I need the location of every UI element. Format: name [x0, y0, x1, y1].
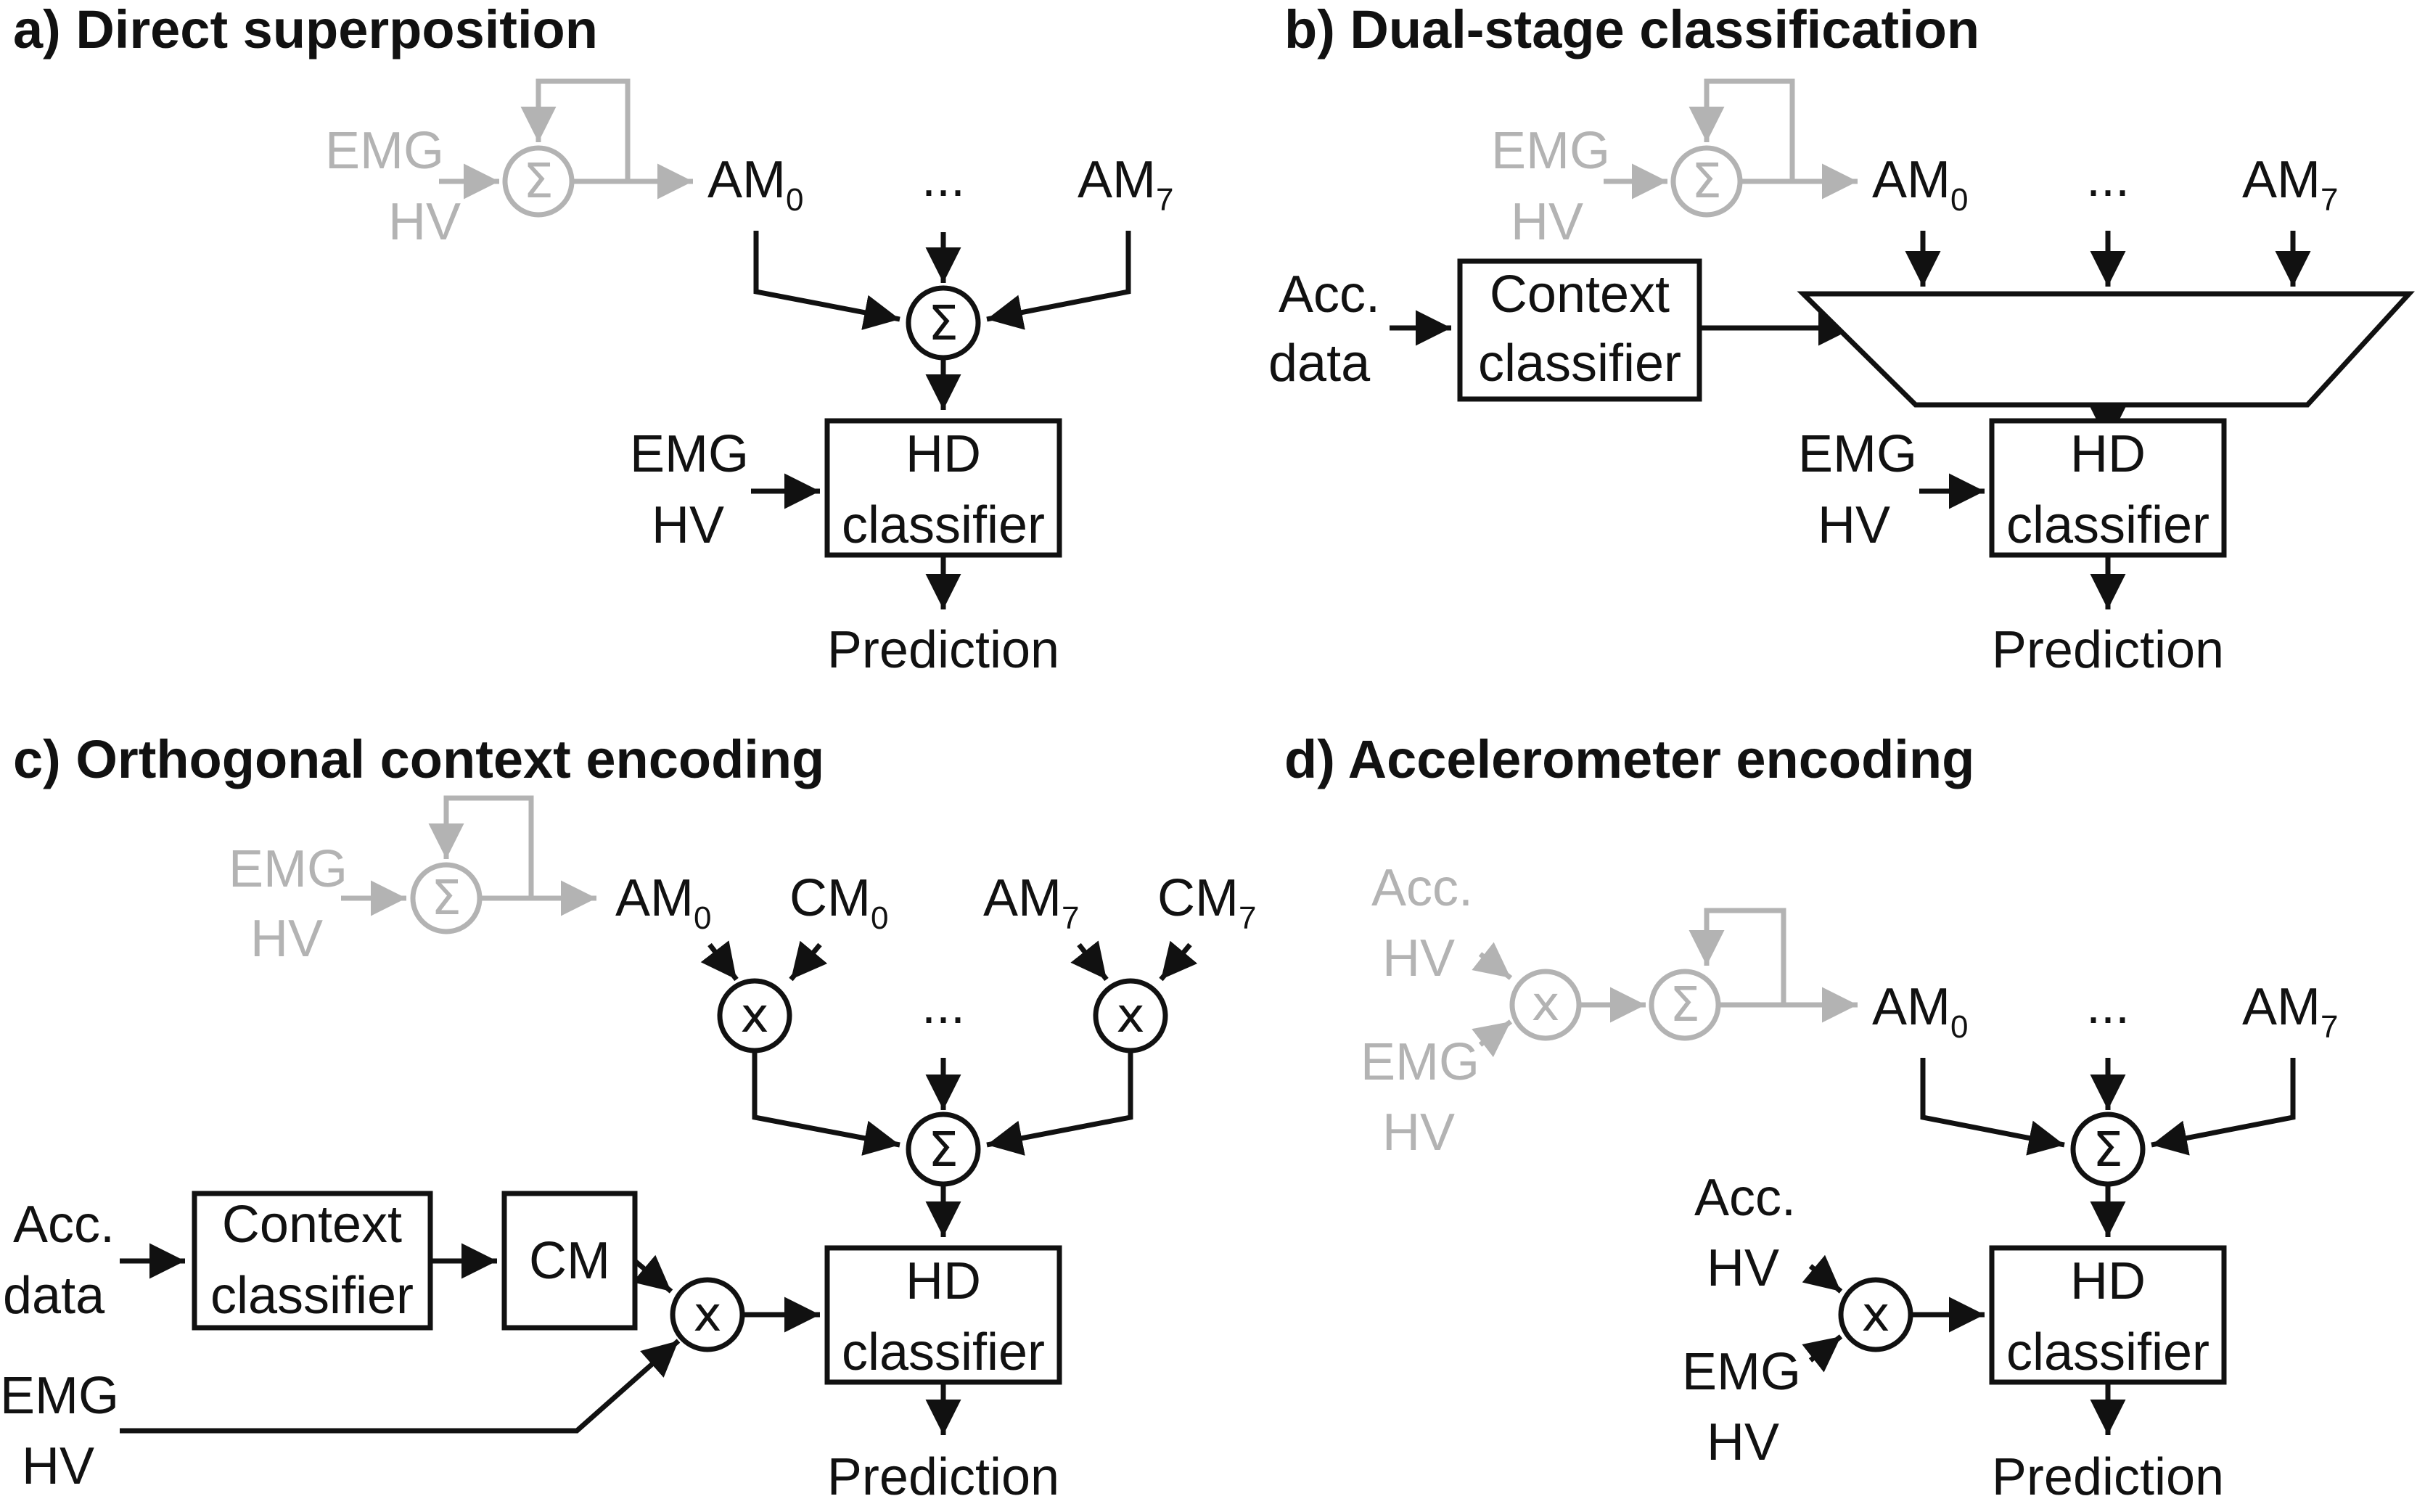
hv-label: HV: [652, 496, 724, 554]
acc-label: Acc.: [1279, 266, 1380, 324]
am0-label: AM0: [707, 151, 803, 218]
am7-label: AM7: [2242, 978, 2338, 1045]
am7-label: AM7: [2242, 151, 2338, 218]
prediction-label: Prediction: [1992, 621, 2224, 679]
sum-icon: Σ: [2093, 1122, 2123, 1178]
hv-label: HV: [1707, 1239, 1779, 1297]
sum-icon: Σ: [431, 870, 461, 926]
am7-label: AM7: [1078, 151, 1173, 218]
hd-classifier-box: [1989, 1245, 2227, 1385]
acc-label: Acc.: [1694, 1169, 1796, 1227]
prediction-label: Prediction: [827, 1448, 1059, 1506]
hv-label: HV: [1707, 1413, 1779, 1471]
panel-b-am-training: EMG HV Σ: [1491, 78, 1858, 251]
hd-label: HD: [2070, 425, 2146, 483]
emg-label: EMG: [229, 840, 348, 898]
cm0-label: CM0: [789, 869, 888, 936]
classifier-label: classifier: [210, 1267, 414, 1325]
hd-label: HD: [2070, 1252, 2146, 1310]
emg-label: EMG: [1682, 1343, 1801, 1401]
hv-label: HV: [1382, 1104, 1455, 1162]
panel-c-title: c) Orthogonal context encoding: [13, 729, 824, 789]
sum-icon: Σ: [928, 1122, 959, 1178]
multiply-icon: x: [693, 1286, 721, 1342]
hd-classifier-box: [1989, 418, 2227, 558]
hv-label: HV: [250, 910, 323, 968]
sum-icon: Σ: [928, 295, 959, 351]
am7-label: AM7: [983, 869, 1079, 936]
context-label: Context: [222, 1196, 402, 1254]
classifier-label: classifier: [842, 1323, 1045, 1381]
multiply-icon: x: [1531, 976, 1559, 1032]
classifier-label: classifier: [2006, 1323, 2209, 1381]
hv-label: HV: [1382, 929, 1455, 987]
emg-label: EMG: [1798, 425, 1917, 483]
context-label: Context: [1490, 266, 1670, 324]
classifier-label: classifier: [842, 496, 1045, 554]
hd-label: HD: [906, 425, 981, 483]
ellipsis: ...: [2086, 977, 2130, 1035]
panel-a-title: a) Direct superposition: [13, 0, 598, 59]
sum-icon: Σ: [523, 153, 554, 209]
sum-icon: Σ: [1691, 153, 1722, 209]
am0-label: AM0: [1872, 151, 1968, 218]
cm-label: CM: [529, 1232, 610, 1290]
multiply-icon: x: [1861, 1286, 1889, 1342]
hv-label: HV: [1511, 193, 1583, 251]
panel-a: a) Direct superposition EMG HV Σ AM0 ...…: [13, 0, 1173, 679]
emg-label: EMG: [630, 425, 749, 483]
hd-classifier-box: [824, 1245, 1062, 1385]
panel-c: c) Orthogonal context encoding EMG HV Σ …: [0, 729, 1256, 1506]
panel-b: b) Dual-stage classification EMG HV Σ AM…: [1268, 0, 2415, 679]
context-classifier-box: [192, 1191, 433, 1331]
panel-a-am-training: EMG HV Σ: [325, 78, 693, 251]
multiply-icon: x: [1116, 987, 1144, 1043]
ellipsis: ...: [922, 149, 965, 208]
cm7-label: CM7: [1157, 869, 1256, 936]
hd-classifier-box: [824, 418, 1062, 558]
hv-label: HV: [388, 193, 461, 251]
multiply-icon: x: [740, 987, 768, 1043]
acc-label: Acc.: [13, 1196, 115, 1254]
data-label: data: [1268, 334, 1371, 393]
sum-icon: Σ: [1670, 977, 1700, 1032]
prediction-label: Prediction: [827, 621, 1059, 679]
prediction-label: Prediction: [1992, 1448, 2224, 1506]
panel-d-title: d) Accelerometer encoding: [1284, 729, 1974, 789]
hd-label: HD: [906, 1252, 981, 1310]
classifier-label: classifier: [1478, 334, 1681, 393]
am0-label: AM0: [1872, 978, 1968, 1045]
emg-label: EMG: [1491, 122, 1610, 180]
acc-label: Acc.: [1371, 859, 1473, 917]
classifier-label: classifier: [2006, 496, 2209, 554]
emg-label: EMG: [1361, 1033, 1480, 1091]
hv-label: HV: [1818, 496, 1890, 554]
panel-c-am-training: EMG HV Σ: [229, 795, 596, 968]
ellipsis: ...: [2086, 149, 2130, 208]
am0-label: AM0: [615, 869, 711, 936]
panel-d: d) Accelerometer encoding Acc. HV EMG HV…: [1284, 729, 2338, 1506]
hv-label: HV: [22, 1437, 94, 1495]
ellipsis: ...: [922, 977, 965, 1035]
emg-label: EMG: [0, 1367, 119, 1425]
panel-d-am-training: Acc. HV EMG HV x Σ: [1361, 859, 1858, 1162]
data-label: data: [3, 1267, 105, 1325]
emg-label: EMG: [325, 122, 444, 180]
multiplexer: [1797, 291, 2415, 408]
panel-b-title: b) Dual-stage classification: [1284, 0, 1979, 59]
